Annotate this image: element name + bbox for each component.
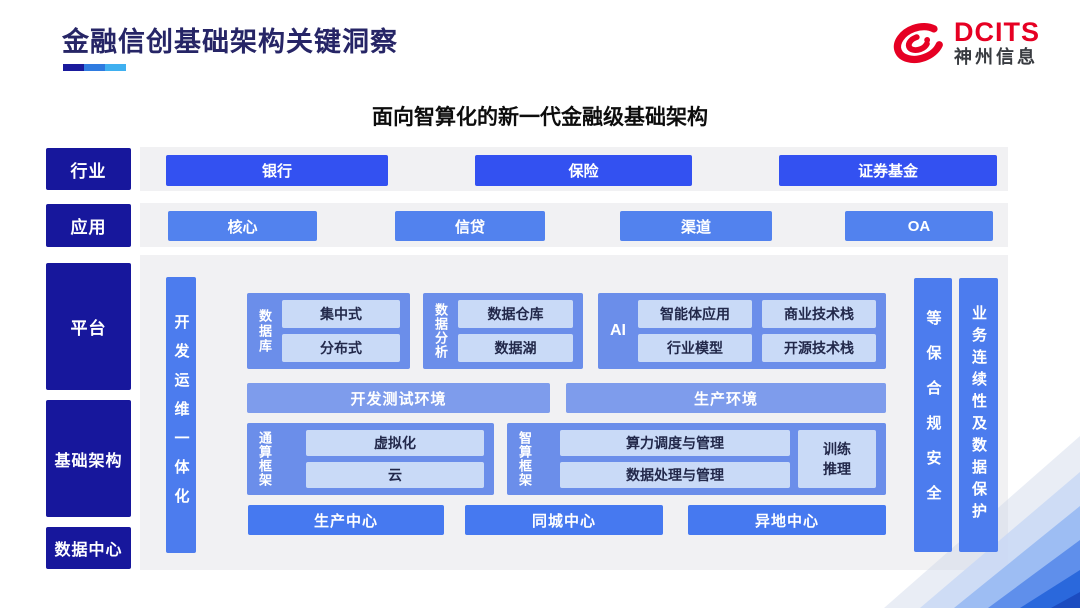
ai-compute-label: 智算框架 bbox=[517, 431, 532, 487]
ai-section: AI 智能体应用 商业技术栈 行业模型 开源技术栈 bbox=[598, 293, 886, 369]
title-underline-decoration bbox=[63, 64, 126, 71]
devops-bar: 开发运维一体化 bbox=[166, 277, 196, 553]
row-label-application: 应用 bbox=[46, 204, 131, 247]
application-item-core: 核心 bbox=[168, 211, 317, 241]
underline-segment-light bbox=[105, 64, 126, 71]
database-items: 集中式 分布式 bbox=[282, 300, 400, 362]
security-bar: 等保合规安全 bbox=[914, 278, 952, 552]
continuity-bar-label: 业务连续性及数据保护 bbox=[970, 305, 987, 525]
logo-brand: DCITS bbox=[954, 17, 1040, 47]
row-label-infrastructure: 基础架构 bbox=[46, 400, 131, 517]
database-item-centralized: 集中式 bbox=[282, 300, 400, 328]
datacenter-item-production: 生产中心 bbox=[248, 505, 444, 535]
analytics-section: 数据分析 数据仓库 数据湖 bbox=[423, 293, 583, 369]
ai-compute-item-dataprocessing: 数据处理与管理 bbox=[560, 462, 790, 488]
application-item-oa: OA bbox=[845, 211, 993, 241]
industry-item-bank: 银行 bbox=[166, 155, 388, 186]
ai-section-label: AI bbox=[610, 322, 626, 339]
general-compute-items: 虚拟化 云 bbox=[306, 430, 484, 488]
diagram-title: 面向智算化的新一代金融级基础架构 bbox=[372, 106, 708, 129]
ai-item-opensource-stack: 开源技术栈 bbox=[762, 334, 876, 362]
security-bar-label: 等保合规安全 bbox=[924, 310, 942, 520]
general-compute-section: 通算框架 虚拟化 云 bbox=[247, 423, 494, 495]
analytics-items: 数据仓库 数据湖 bbox=[458, 300, 573, 362]
ai-item-industry-model: 行业模型 bbox=[638, 334, 752, 362]
datacenter-item-samecity: 同城中心 bbox=[465, 505, 663, 535]
env-production-bar: 生产环境 bbox=[566, 383, 886, 413]
ai-compute-item-training-inference: 训练 推理 bbox=[798, 430, 876, 488]
ai-compute-items: 算力调度与管理 数据处理与管理 bbox=[560, 430, 790, 488]
database-section-label: 数据库 bbox=[257, 308, 272, 354]
ai-item-agent-app: 智能体应用 bbox=[638, 300, 752, 328]
industry-item-securities: 证券基金 bbox=[779, 155, 997, 186]
page-title: 金融信创基础架构关键洞察 bbox=[62, 27, 398, 57]
datacenter-item-remote: 异地中心 bbox=[688, 505, 886, 535]
analytics-section-label: 数据分析 bbox=[433, 303, 448, 359]
underline-segment-mid bbox=[84, 64, 105, 71]
general-compute-item-virtualization: 虚拟化 bbox=[306, 430, 484, 456]
row-label-industry: 行业 bbox=[46, 148, 131, 190]
ai-compute-item-scheduling: 算力调度与管理 bbox=[560, 430, 790, 456]
ai-item-commercial-stack: 商业技术栈 bbox=[762, 300, 876, 328]
row-label-datacenter: 数据中心 bbox=[46, 527, 131, 569]
company-logo: DCITS 神州信息 bbox=[890, 14, 1040, 72]
underline-segment-dark bbox=[63, 64, 84, 71]
application-item-credit: 信贷 bbox=[395, 211, 545, 241]
ai-compute-section: 智算框架 算力调度与管理 数据处理与管理 训练 推理 bbox=[507, 423, 886, 495]
ai-items: 智能体应用 商业技术栈 行业模型 开源技术栈 bbox=[638, 300, 876, 362]
logo-text: DCITS 神州信息 bbox=[954, 18, 1040, 68]
database-item-distributed: 分布式 bbox=[282, 334, 400, 362]
logo-company: 神州信息 bbox=[954, 47, 1038, 67]
general-compute-item-cloud: 云 bbox=[306, 462, 484, 488]
database-section: 数据库 集中式 分布式 bbox=[247, 293, 410, 369]
row-label-platform: 平台 bbox=[46, 263, 131, 390]
analytics-item-lake: 数据湖 bbox=[458, 334, 573, 362]
industry-item-insurance: 保险 bbox=[475, 155, 692, 186]
analytics-item-warehouse: 数据仓库 bbox=[458, 300, 573, 328]
continuity-bar: 业务连续性及数据保护 bbox=[959, 278, 998, 552]
general-compute-label: 通算框架 bbox=[257, 431, 272, 487]
application-item-channel: 渠道 bbox=[620, 211, 772, 241]
env-devtest-bar: 开发测试环境 bbox=[247, 383, 550, 413]
devops-bar-label: 开发运维一体化 bbox=[172, 313, 190, 517]
logo-swirl-icon bbox=[893, 22, 945, 64]
